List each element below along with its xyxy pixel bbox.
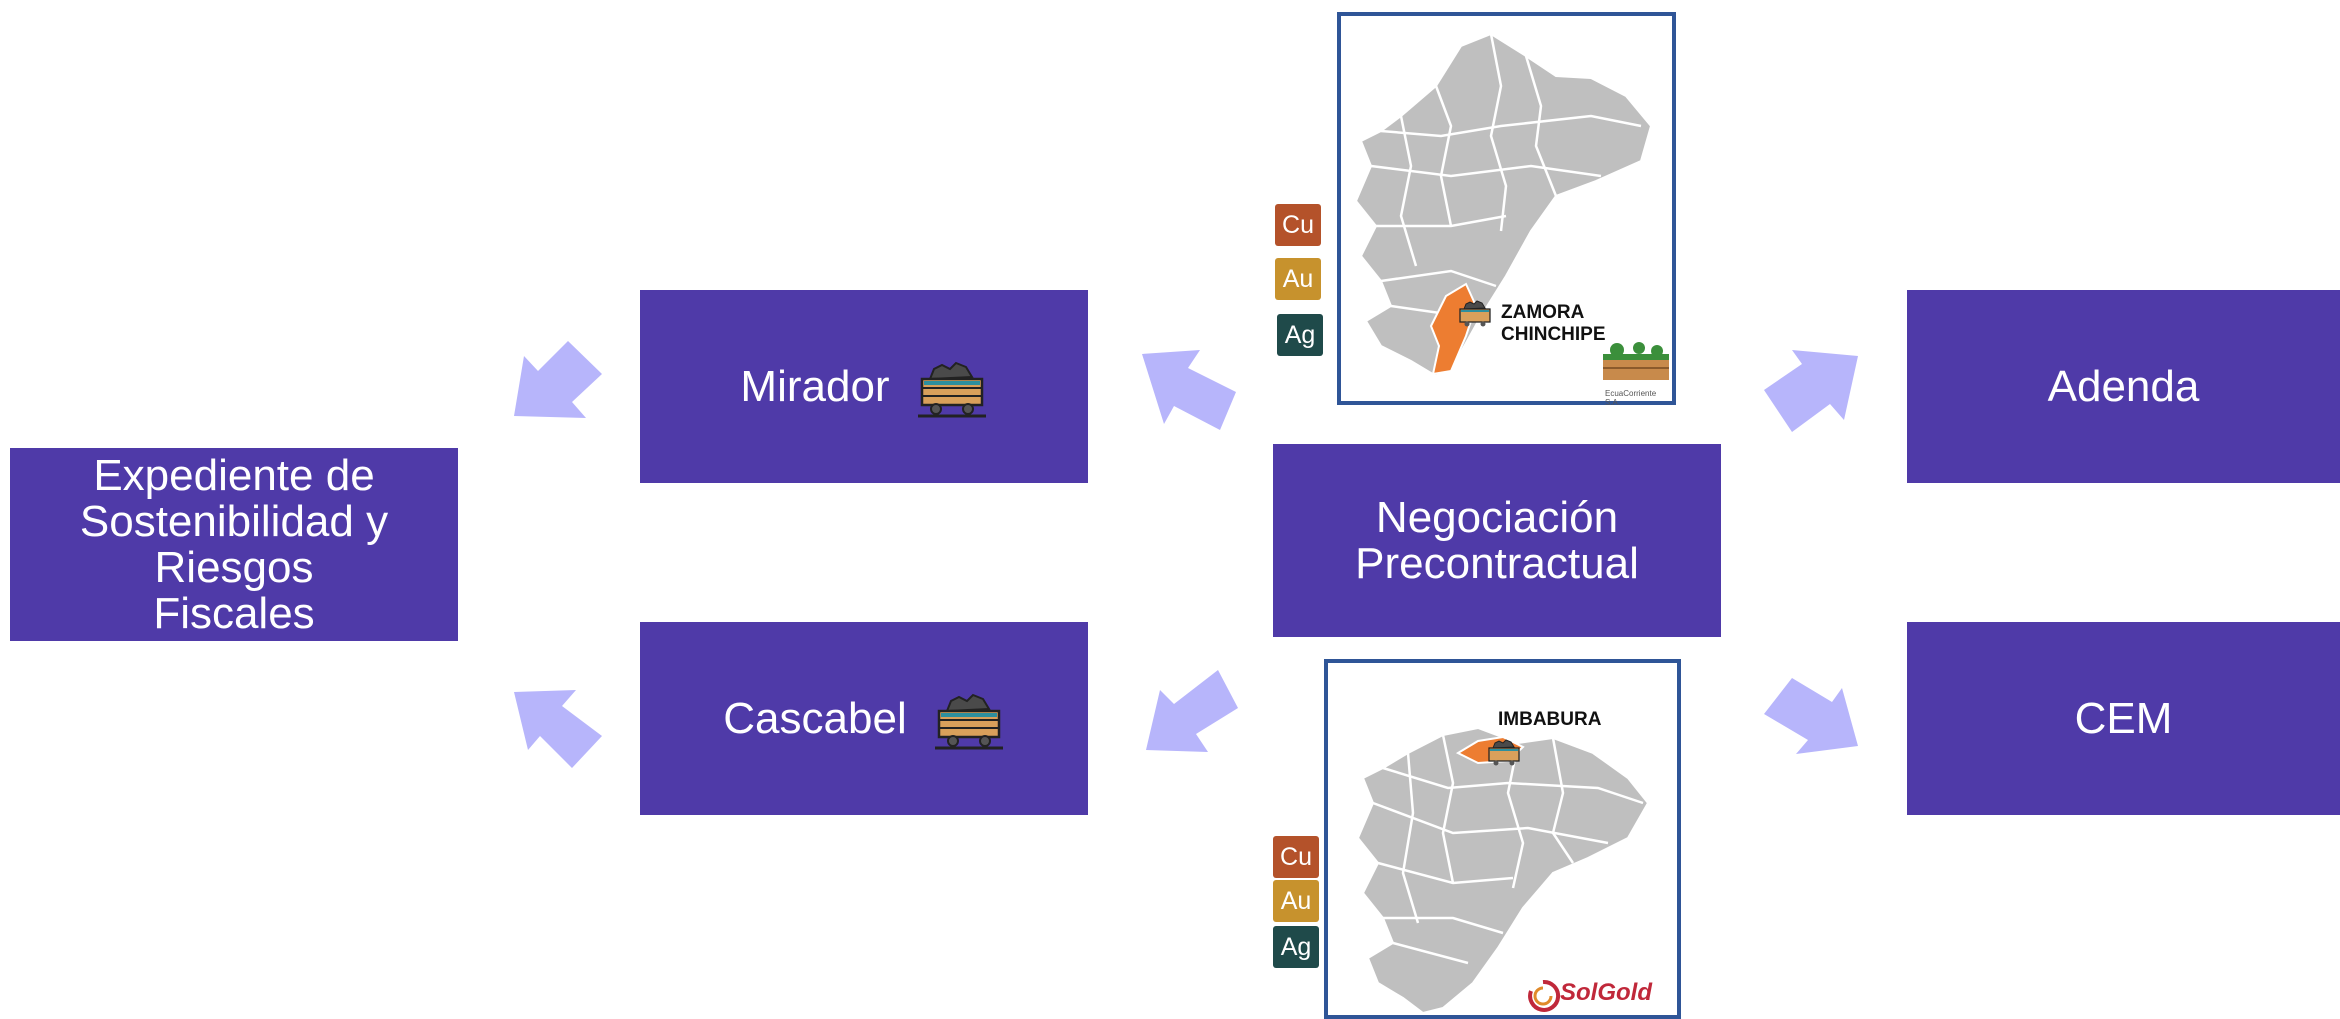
mine-cart-icon xyxy=(1488,739,1520,766)
ecuador-map-icon xyxy=(1356,726,1650,1015)
arrow-to-cem xyxy=(1764,678,1858,754)
adenda-label: Adenda xyxy=(2047,361,2200,411)
solgold-logo-icon xyxy=(1528,979,1560,1012)
cem-label: CEM xyxy=(2074,693,2173,743)
cem-box: CEM xyxy=(1907,622,2340,815)
solgold-logo-text: SolGold xyxy=(1560,979,1652,1006)
negociacion-box: Negociación Precontractual xyxy=(1273,444,1721,637)
arrow-to-expediente-from-cascabel xyxy=(514,690,602,768)
zamora-map-frame: ZAMORA CHINCHIPE EcuaCorriente S.A. xyxy=(1337,12,1676,407)
ecuacorriente-logo-icon xyxy=(1603,342,1669,380)
adenda-box: Adenda xyxy=(1907,290,2340,483)
copper-chip: Cu xyxy=(1273,836,1319,878)
imbabura-map-frame: IMBABURA SolGold xyxy=(1324,659,1681,1019)
arrow-to-cascabel xyxy=(1146,670,1238,752)
silver-chip: Ag xyxy=(1273,926,1319,968)
zamora-region-label: ZAMORA CHINCHIPE xyxy=(1501,302,1606,345)
expediente-label: Expediente de Sostenibilidad y Riesgos F… xyxy=(79,450,389,638)
cascabel-box: Cascabel xyxy=(640,622,1088,815)
mine-cart-icon xyxy=(1459,300,1491,327)
cascabel-label: Cascabel xyxy=(723,693,907,743)
ecuacorriente-logo-text: EcuaCorriente S.A. xyxy=(1605,389,1657,407)
mirador-box: Mirador xyxy=(640,290,1088,483)
imbabura-region-label: IMBABURA xyxy=(1498,709,1602,730)
expediente-box: Expediente de Sostenibilidad y Riesgos F… xyxy=(10,448,458,641)
copper-chip: Cu xyxy=(1275,204,1321,246)
mirador-label: Mirador xyxy=(740,361,890,411)
arrow-to-adenda xyxy=(1764,350,1858,432)
arrow-to-expediente-from-mirador xyxy=(514,341,602,418)
mine-cart-icon xyxy=(917,361,986,417)
silver-chip: Ag xyxy=(1277,314,1323,356)
gold-chip: Au xyxy=(1273,880,1319,922)
arrow-to-mirador xyxy=(1142,350,1236,430)
mine-cart-icon xyxy=(934,693,1003,749)
negociacion-label: Negociación Precontractual xyxy=(1355,492,1639,588)
gold-chip: Au xyxy=(1275,258,1321,300)
